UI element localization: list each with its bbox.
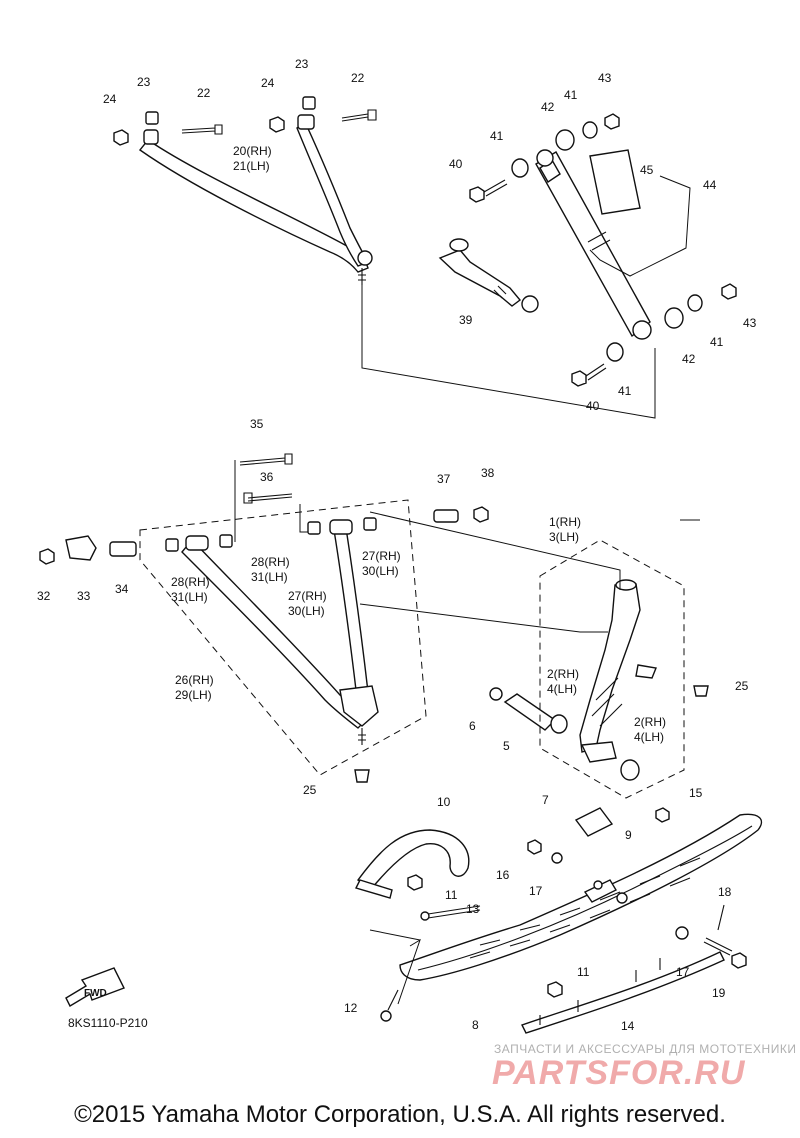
callout-3: 3(LH) <box>549 530 579 544</box>
callout-23-left: 23 <box>137 75 151 89</box>
callout-31-left: 31(LH) <box>171 590 208 604</box>
callout-20: 20(RH) <box>233 144 272 158</box>
fwd-arrow-icon <box>65 967 125 1007</box>
callout-24-right: 24 <box>261 76 275 90</box>
callout-38: 38 <box>481 466 495 480</box>
callout-21: 21(LH) <box>233 159 270 173</box>
callout-37: 37 <box>437 472 451 486</box>
callout-28-left: 28(RH) <box>171 575 210 589</box>
callout-33: 33 <box>77 589 91 603</box>
callout-40-upper: 40 <box>449 157 463 171</box>
callout-2-upper: 2(RH) <box>547 667 579 681</box>
callout-30-left: 30(LH) <box>288 604 325 618</box>
copyright-notice: ©2015 Yamaha Motor Corporation, U.S.A. A… <box>74 1101 726 1128</box>
callout-27-left: 27(RH) <box>288 589 327 603</box>
callout-25-left: 25 <box>303 783 317 797</box>
leader-lines <box>234 175 700 1005</box>
watermark-logo: PARTSFOR.RU <box>492 1054 746 1092</box>
ski-handle <box>354 829 470 899</box>
callout-41-b: 41 <box>564 88 578 102</box>
callout-32: 32 <box>37 589 51 603</box>
callout-45: 45 <box>640 163 654 177</box>
callout-16: 16 <box>496 868 510 882</box>
callout-29: 29(LH) <box>175 688 212 702</box>
callout-27-right: 27(RH) <box>362 549 401 563</box>
callout-39: 39 <box>459 313 473 327</box>
callout-43-upper: 43 <box>598 71 612 85</box>
shock-absorber <box>535 149 652 340</box>
spindle-hardware <box>354 685 709 837</box>
callout-31-right: 31(LH) <box>251 570 288 584</box>
callout-5: 5 <box>503 739 510 753</box>
callout-11-upper: 11 <box>445 888 458 902</box>
dashed-outlines <box>139 499 685 799</box>
callout-34: 34 <box>115 582 129 596</box>
callout-12: 12 <box>344 1001 358 1015</box>
callout-2-lower: 2(RH) <box>634 715 666 729</box>
callout-7: 7 <box>542 793 549 807</box>
callout-24-left: 24 <box>103 92 117 106</box>
lower-a-arm <box>181 519 379 745</box>
callout-17-lower: 17 <box>676 965 690 979</box>
callout-4-upper: 4(LH) <box>547 682 577 696</box>
fwd-label: FWD <box>84 988 107 999</box>
callout-40-lower: 40 <box>586 399 600 413</box>
callout-1: 1(RH) <box>549 515 581 529</box>
callout-43-lower: 43 <box>743 316 757 330</box>
callout-42-lower: 42 <box>682 352 696 366</box>
callout-41-c: 41 <box>618 384 632 398</box>
callout-35: 35 <box>250 417 264 431</box>
callout-11-lower: 11 <box>577 965 590 979</box>
callout-17-upper: 17 <box>529 884 543 898</box>
callout-4-lower: 4(LH) <box>634 730 664 744</box>
callout-15: 15 <box>689 786 703 800</box>
ski-hardware <box>380 839 747 1022</box>
shock-hardware <box>469 113 737 387</box>
callout-18: 18 <box>718 885 732 899</box>
callout-26: 26(RH) <box>175 673 214 687</box>
lower-arm-hardware <box>39 453 489 565</box>
watermark-subtitle: ЗАПЧАСТИ И АКСЕССУАРЫ ДЛЯ МОТОТЕХНИКИ <box>494 1042 797 1056</box>
callout-22-right: 22 <box>351 71 365 85</box>
upper-a-arm <box>138 114 373 285</box>
spindle <box>579 579 657 763</box>
callout-41-a: 41 <box>490 129 504 143</box>
callout-13: 13 <box>466 902 480 916</box>
callout-41-d: 41 <box>710 335 724 349</box>
callout-36: 36 <box>260 470 274 484</box>
callout-8: 8 <box>472 1018 479 1032</box>
diagram-code: 8KS1110-P210 <box>68 1016 148 1030</box>
callout-10: 10 <box>437 795 451 809</box>
callout-25-right: 25 <box>735 679 749 693</box>
callout-23-right: 23 <box>295 57 309 71</box>
callout-6: 6 <box>469 719 476 733</box>
callout-28-right: 28(RH) <box>251 555 290 569</box>
callout-44: 44 <box>703 178 717 192</box>
callout-labels: 1(RH) 3(LH) 2(RH) 4(LH) 2(RH) 4(LH) 5 6 … <box>37 57 757 1033</box>
upper-arm-hardware <box>113 96 377 146</box>
callout-9: 9 <box>625 828 632 842</box>
callout-22-left: 22 <box>197 86 211 100</box>
ski <box>399 813 763 981</box>
callout-14: 14 <box>621 1019 635 1033</box>
callout-30-right: 30(LH) <box>362 564 399 578</box>
callout-19: 19 <box>712 986 726 1000</box>
ski-runner <box>521 951 725 1034</box>
callout-42-upper: 42 <box>541 100 555 114</box>
steering-part-39 <box>438 238 539 313</box>
